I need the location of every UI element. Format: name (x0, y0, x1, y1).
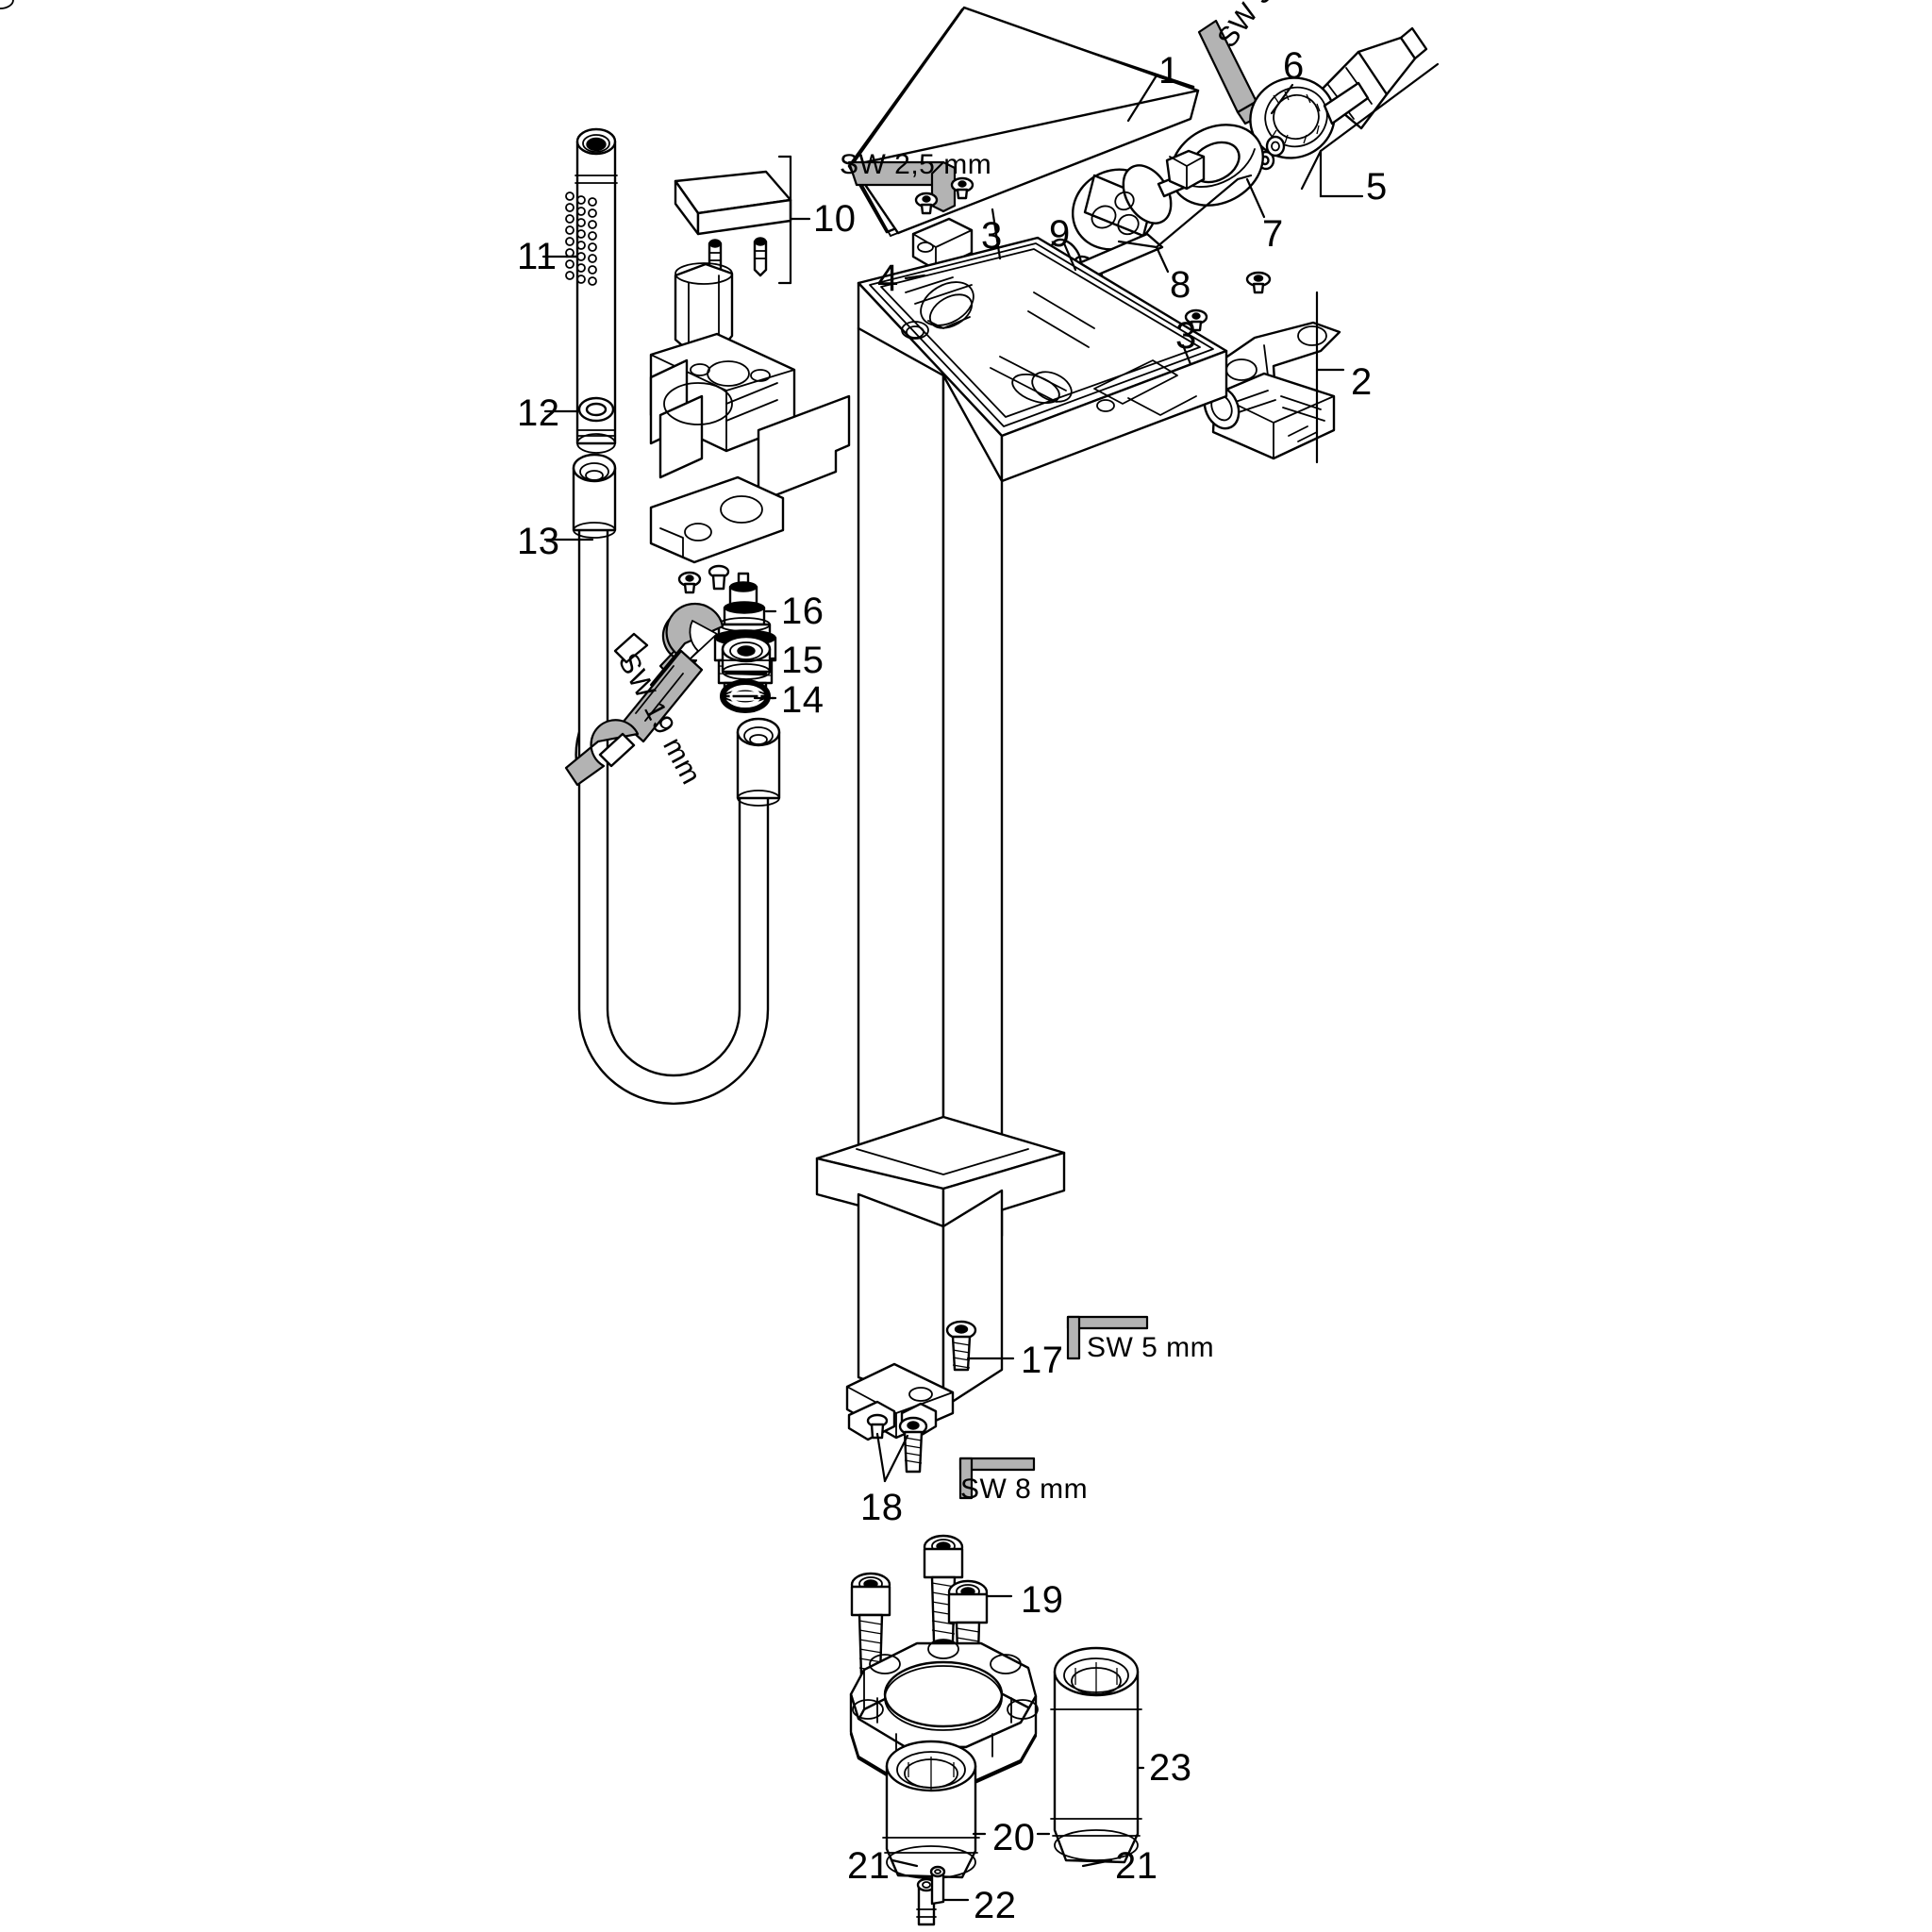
part-11-hand-shower (565, 127, 618, 454)
handshower-holder-base (649, 332, 796, 479)
part-10-holder-cover (674, 170, 792, 279)
tool-label-sw-8mm: SW 8 mm (960, 1474, 1089, 1505)
part-label-3-upper: 3 (981, 215, 1003, 257)
part-label-10: 10 (813, 198, 857, 240)
part-label-13: 13 (517, 521, 560, 562)
part-10-screws-top (914, 176, 974, 215)
part-22-pin (916, 1865, 946, 1926)
part-label-18: 18 (860, 1487, 904, 1528)
tool-allen-key-2-5mm (847, 160, 957, 213)
main-column (857, 326, 1004, 1238)
part-label-1: 1 (1158, 50, 1180, 92)
holder-small-screw (708, 564, 730, 591)
part-15-check-valve (721, 635, 772, 680)
part-label-23: 23 (1149, 1747, 1192, 1789)
part-label-17: 17 (1021, 1340, 1064, 1381)
tool-label-sw-5mm: SW 5 mm (1087, 1332, 1215, 1363)
part-12-gasket (577, 396, 615, 423)
part-23-sleeve-long (1050, 1646, 1142, 1864)
part-label-21-right: 21 (1115, 1845, 1158, 1887)
part-17-set-screw (945, 1320, 977, 1372)
tool-wrench-19mm (564, 602, 724, 787)
part-label-6: 6 (1283, 45, 1305, 87)
part-label-9: 9 (1049, 213, 1071, 255)
part-8-cartridge (1071, 149, 1206, 251)
part-label-8: 8 (1170, 264, 1191, 306)
part-label-11: 11 (517, 236, 558, 277)
part-label-19: 19 (1021, 1579, 1064, 1621)
holder-gasket-plate (649, 475, 785, 564)
part-label-22: 22 (974, 1885, 1017, 1926)
part-label-7: 7 (1262, 213, 1284, 255)
part-14-o-ring (720, 679, 771, 713)
part-label-4: 4 (877, 258, 899, 299)
part-18-screws (866, 1413, 928, 1474)
part-label-20: 20 (992, 1817, 1036, 1858)
part-label-21-left: 21 (847, 1845, 891, 1887)
part-label-5: 5 (1366, 166, 1388, 208)
part-label-3-lower: 3 (1175, 315, 1197, 357)
part-20-sleeve-short (882, 1740, 980, 1879)
part-16-small-screw (677, 571, 702, 594)
column-base-cap (815, 1115, 1066, 1230)
part-label-12: 12 (517, 392, 560, 434)
part-label-14: 14 (781, 679, 824, 721)
tool-allen-key-5mm (1066, 1315, 1149, 1360)
tool-label-sw-2-5mm: SW 2,5 mm (840, 149, 992, 180)
part-label-15: 15 (781, 640, 824, 681)
tool-allen-key-8mm (958, 1457, 1036, 1500)
part-label-2: 2 (1351, 361, 1373, 403)
part-label-16: 16 (781, 591, 824, 632)
leader-lines (541, 62, 1440, 1902)
